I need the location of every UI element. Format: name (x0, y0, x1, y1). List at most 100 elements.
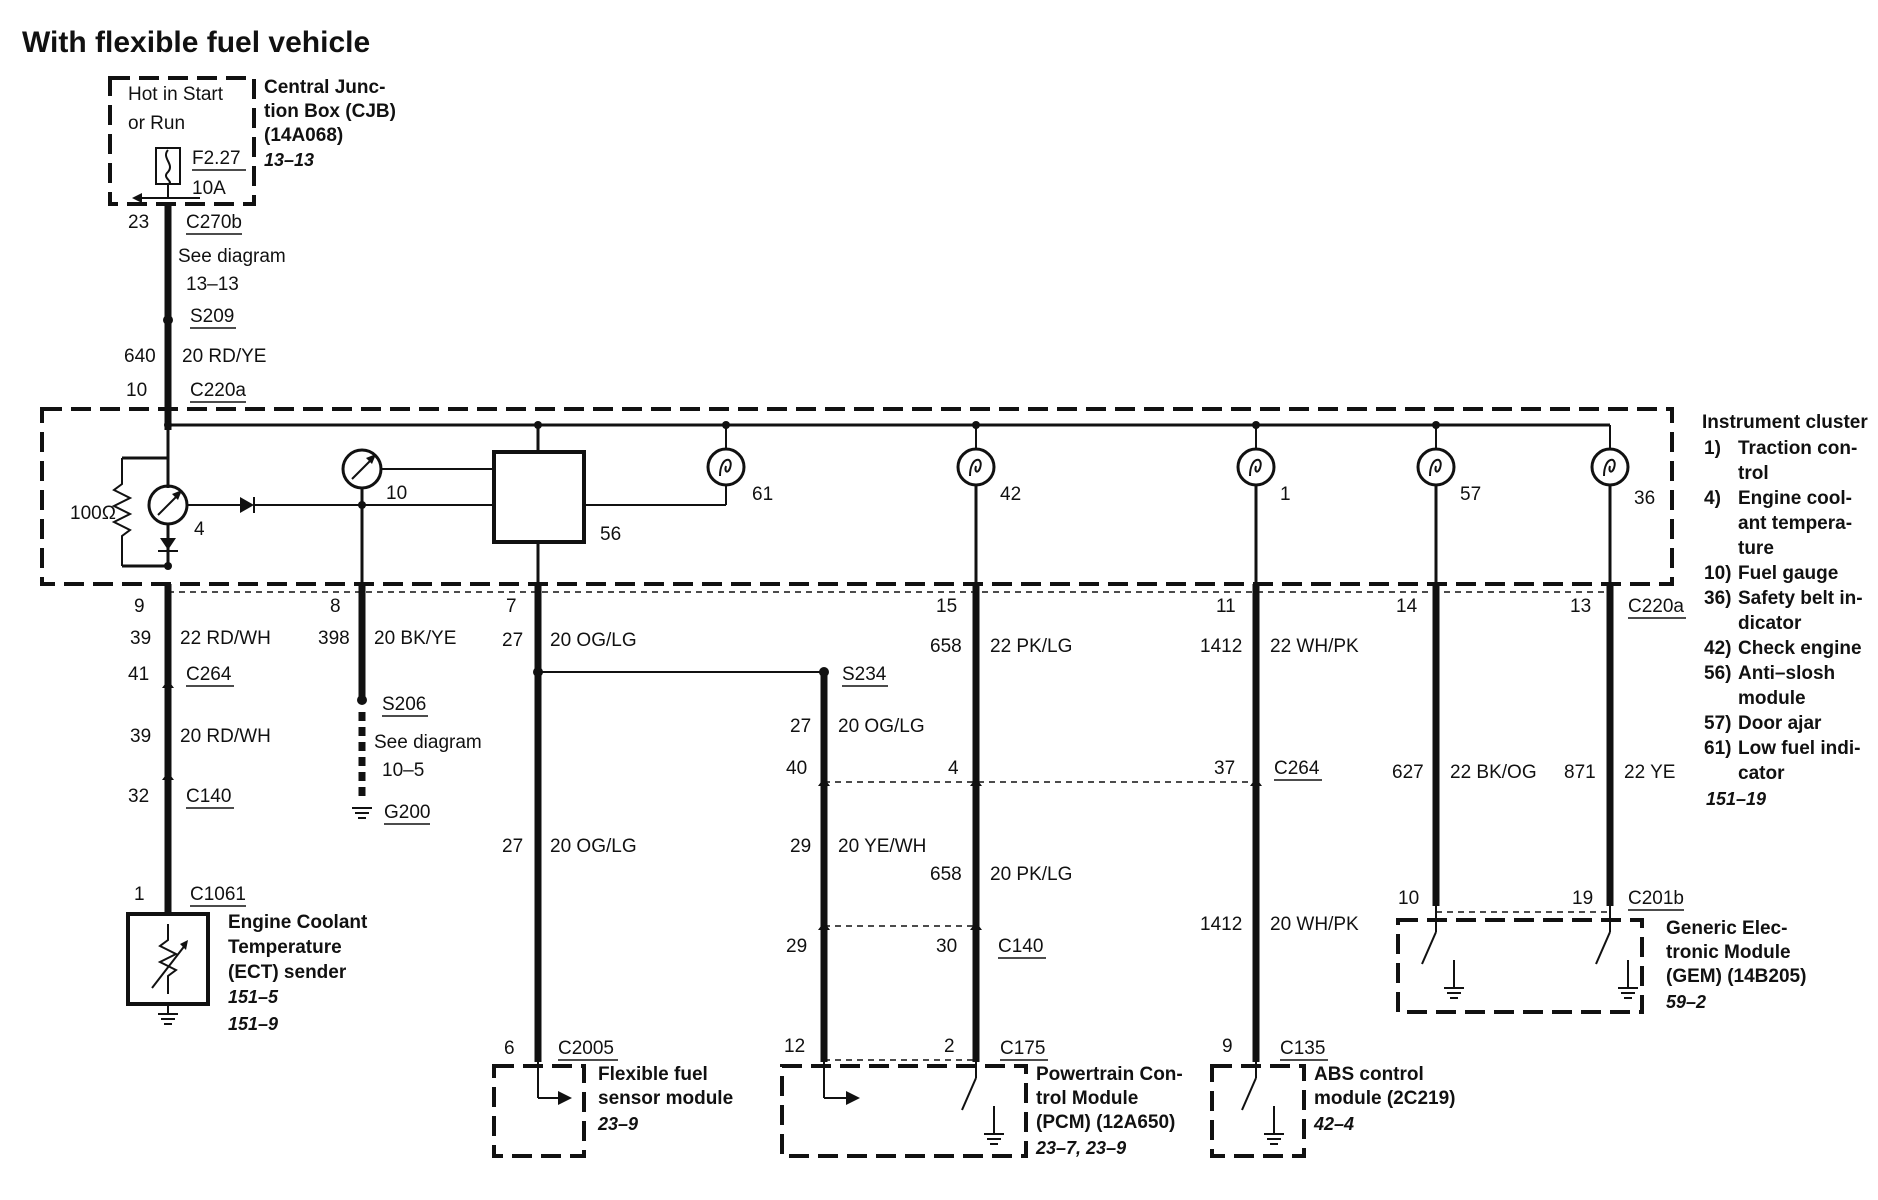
s234-wire1: 20 OG/LG (838, 716, 925, 737)
s206-see-ref: 10–5 (382, 760, 424, 781)
ect-circuit2: 39 (130, 726, 151, 747)
cjb-label-1: Central Junc- (264, 77, 385, 98)
s234-circuit1: 27 (790, 716, 811, 737)
cjb-label-2: tion Box (CJB) (264, 101, 396, 122)
check-engine-number: 42 (1000, 484, 1021, 505)
fuse-number: F2.27 (192, 148, 241, 169)
legend-text: Fuel gauge (1738, 563, 1838, 584)
ect-c140-pin: 32 (128, 786, 149, 807)
s234-c175-pin: 12 (784, 1036, 805, 1057)
flex-circuit1: 27 (502, 630, 523, 651)
pk-c140-pin: 30 (936, 936, 957, 957)
see-diagram-text: See diagram (178, 246, 286, 267)
abs-line2: module (2C219) (1314, 1088, 1455, 1109)
splice-s209-dot (163, 315, 173, 325)
legend-number: 1) (1704, 438, 1721, 459)
switch-icon (1421, 906, 1464, 999)
cjb-hot-line1: Hot in Start (128, 84, 224, 105)
fuel-gauge-number: 10 (386, 483, 407, 504)
ect-branch: 39 22 RD/WH 41 C264 39 20 RD/WH 32 C140 … (126, 584, 368, 1034)
legend-text: ant tempera- (1738, 513, 1852, 534)
ground-g200: G200 (384, 802, 430, 823)
cluster-c220a-label: C220a (1628, 596, 1684, 617)
flex-circuit2: 27 (502, 836, 523, 857)
flex-ref: 23–9 (597, 1114, 638, 1134)
flex-module-line1: Flexible fuel (598, 1064, 708, 1085)
thermistor-icon (157, 924, 179, 994)
cluster-legend-ref: 151–19 (1706, 789, 1766, 809)
pcm-box (780, 1064, 1028, 1158)
cluster-pin-14: 14 (1396, 596, 1418, 617)
splice-s234: S234 (842, 664, 887, 685)
flex-wire1: 20 OG/LG (550, 630, 637, 651)
gem-ref: 59–2 (1666, 992, 1706, 1012)
cjb-label-3: (14A068) (264, 125, 343, 146)
wh-c264: C264 (1274, 758, 1320, 779)
cluster-outline (40, 407, 1674, 586)
resistor-icon (111, 458, 133, 566)
pk-c264-pin: 4 (948, 758, 959, 779)
ground-icon (352, 807, 372, 819)
ect-gauge-number: 4 (194, 519, 205, 540)
pcm-line3: (PCM) (12A650) (1036, 1112, 1175, 1133)
legend-text: ture (1738, 538, 1774, 559)
diode-icon (160, 538, 176, 550)
legend-number: 36) (1704, 588, 1731, 609)
instrument-cluster: 100Ω 4 10 56 61 42 (40, 407, 1674, 586)
pk-circuit2: 658 (930, 864, 962, 885)
legend-text: Safety belt in- (1738, 588, 1863, 609)
legend-number: 61) (1704, 738, 1731, 759)
legend-number: 57) (1704, 713, 1731, 734)
flex-fuel-branch: 27 20 OG/LG 27 20 OG/LG 6 C2005 Flexible… (492, 584, 824, 1158)
s234-wire2: 20 YE/WH (838, 836, 926, 857)
feed-wire-group: 23 C270b See diagram 13–13 S209 640 20 R… (124, 204, 286, 430)
traction-number: 1 (1280, 484, 1291, 505)
s234-branch: S234 27 20 OG/LG 40 29 20 YE/WH 29 12 (784, 664, 926, 1062)
ect-wire2: 20 RD/WH (180, 726, 271, 747)
cjb-outline (108, 76, 256, 206)
c135-label: C135 (1280, 1038, 1325, 1059)
ect-ref2: 151–9 (228, 1014, 278, 1034)
legend-number: 4) (1704, 488, 1721, 509)
gem-line2: tronic Module (1666, 942, 1791, 963)
splice-s206: S206 (382, 694, 426, 715)
legend-number: 56) (1704, 663, 1731, 684)
gem-wire1: 22 BK/OG (1450, 762, 1537, 783)
ect-c264: C264 (186, 664, 232, 685)
switch-icon (1241, 1062, 1284, 1145)
pk-circuit1: 658 (930, 636, 962, 657)
anti-slosh-number: 56 (600, 524, 621, 545)
gem-circuit1: 627 (1392, 762, 1424, 783)
fuse-amps: 10A (192, 178, 226, 199)
pcm-line2: trol Module (1036, 1088, 1138, 1109)
cluster-pin-13: 13 (1570, 596, 1591, 617)
c220a-top-pin: 10 (126, 380, 147, 401)
c270b-pin: 23 (128, 212, 149, 233)
pk-wire1: 22 PK/LG (990, 636, 1072, 657)
ground-circuit: 398 (318, 628, 350, 649)
legend-text: Check engine (1738, 638, 1862, 659)
s234-c140-pin: 29 (786, 936, 807, 957)
legend-text: Door ajar (1738, 713, 1822, 734)
wh-circuit2: 1412 (1200, 914, 1242, 935)
legend-text: trol (1738, 463, 1769, 484)
diode-icon (240, 497, 254, 513)
c2005-pin: 6 (504, 1038, 515, 1059)
cluster-legend: Instrument cluster 1) Traction con-trol 4)… (1702, 412, 1868, 809)
c2005-label: C2005 (558, 1038, 614, 1059)
pcm-branch: 658 22 PK/LG 4 658 20 PK/LG 30 C140 2 C1… (780, 584, 1183, 1158)
legend-number: 42) (1704, 638, 1731, 659)
abs-ref: 42–4 (1313, 1114, 1354, 1134)
s234-c264-pin: 40 (786, 758, 807, 779)
cluster-title: Instrument cluster (1702, 412, 1868, 433)
legend-text: Traction con- (1738, 438, 1857, 459)
legend-text: Engine cool- (1738, 488, 1852, 509)
ect-ref1: 151–5 (228, 987, 279, 1007)
flex-module-line2: sensor module (598, 1088, 733, 1109)
abs-line1: ABS control (1314, 1064, 1424, 1085)
ect-c1061-pin: 1 (134, 884, 145, 905)
cjb-hot-line2: or Run (128, 113, 185, 134)
anti-slosh-module-box (492, 450, 586, 544)
pcm-line1: Powertrain Con- (1036, 1064, 1183, 1085)
